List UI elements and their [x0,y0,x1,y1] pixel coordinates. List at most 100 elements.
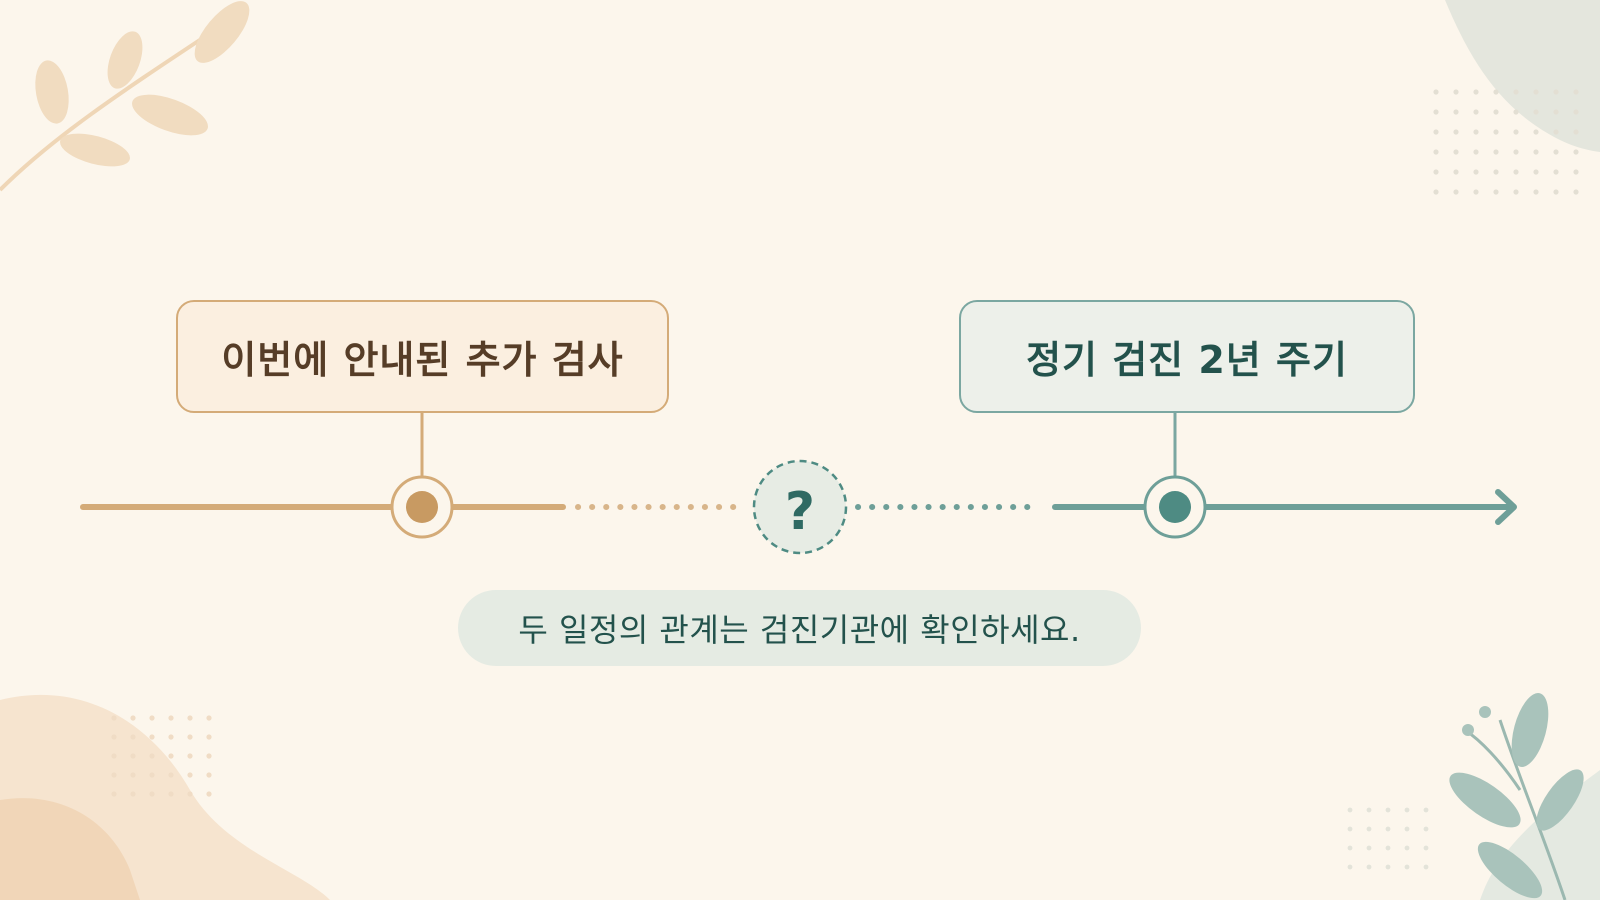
decor-dot [1513,169,1519,175]
decor-dot [130,734,136,740]
dot-pattern-top-right [1433,89,1579,195]
decor-dot [1573,129,1579,135]
decor-dot [1453,129,1459,135]
timeline-marker-right-dot [1159,491,1191,523]
leaf-branch-bottom-right [1449,693,1584,900]
decor-dot [1385,807,1391,813]
leaf-branch-top-left [0,1,250,192]
decor-dot [1404,807,1410,813]
timeline-arrowhead [1495,489,1517,525]
corner-blob-top-right [1445,0,1600,152]
decor-dot [1404,826,1410,832]
decor-dot [187,734,193,740]
decor-dot [1453,189,1459,195]
decor-dot [206,753,212,759]
decor-dot [206,791,212,797]
decor-dot [1385,845,1391,851]
decor-dot [1493,169,1499,175]
label-regular-checkup: 정기 검진 2년 주기 [959,300,1415,413]
decor-dot [1453,109,1459,115]
decor-dot [168,715,174,721]
decor-dot [111,772,117,778]
decor-dot [1366,826,1372,832]
decor-dot [149,772,155,778]
decor-dot [111,734,117,740]
decor-dot [1423,864,1429,870]
decor-dot [1473,149,1479,155]
decor-dot [1404,864,1410,870]
decor-dot [1573,169,1579,175]
unknown-marker-circle [752,459,848,555]
decor-dot [1533,109,1539,115]
decor-dot [1423,807,1429,813]
decor-dot [206,772,212,778]
decor-dot [130,791,136,797]
decor-dot [1553,189,1559,195]
decor-dot [168,753,174,759]
decor-dot [1573,89,1579,95]
decor-dot [1493,109,1499,115]
decor-dot [168,734,174,740]
decor-dot [1473,89,1479,95]
decor-dot [1366,807,1372,813]
decor-dot [1385,826,1391,832]
decor-dot [1553,129,1559,135]
decor-dot [206,734,212,740]
decor-dot [1347,864,1353,870]
decor-dot [187,715,193,721]
decor-dot [1533,169,1539,175]
decor-dot [1433,89,1439,95]
decor-dot [1513,149,1519,155]
decor-dot [130,772,136,778]
decor-dot [1473,169,1479,175]
decor-dot [111,753,117,759]
decor-dot [1347,807,1353,813]
decor-dot [1433,129,1439,135]
dot-pattern-bottom-left [111,715,212,797]
decor-dot [1423,845,1429,851]
decor-dot [1573,189,1579,195]
decor-dot [1347,845,1353,851]
decor-dot [206,715,212,721]
decor-dot [168,772,174,778]
decor-dot [130,753,136,759]
decor-dot [1553,149,1559,155]
decor-dot [1513,189,1519,195]
decor-dot [1433,109,1439,115]
decor-dot [1473,189,1479,195]
decor-dot [1453,149,1459,155]
decor-dot [1533,89,1539,95]
decor-dot [187,772,193,778]
decor-dot [1433,169,1439,175]
decor-dot [1553,89,1559,95]
decor-dot [1385,864,1391,870]
decor-dot [1513,109,1519,115]
decor-dot [1553,169,1559,175]
decor-dot [149,791,155,797]
unknown-marker-symbol: ? [784,482,816,542]
decor-dot [1533,149,1539,155]
decor-dot [1493,149,1499,155]
decor-dot [1453,169,1459,175]
decor-dot [1473,109,1479,115]
decor-dot [1366,864,1372,870]
decor-dot [1423,826,1429,832]
decor-dot [187,791,193,797]
decor-dot [149,734,155,740]
decor-dot [149,753,155,759]
decor-dot [1366,845,1372,851]
decor-dot [1473,129,1479,135]
decor-dot [1573,109,1579,115]
decor-dot [1433,149,1439,155]
decor-dot [130,715,136,721]
label-additional-test: 이번에 안내된 추가 검사 [176,300,669,413]
decor-dot [1493,89,1499,95]
decor-dot [1533,189,1539,195]
decor-dot [1433,189,1439,195]
decor-dot [1573,149,1579,155]
decor-dot [187,753,193,759]
decor-dot [1513,129,1519,135]
